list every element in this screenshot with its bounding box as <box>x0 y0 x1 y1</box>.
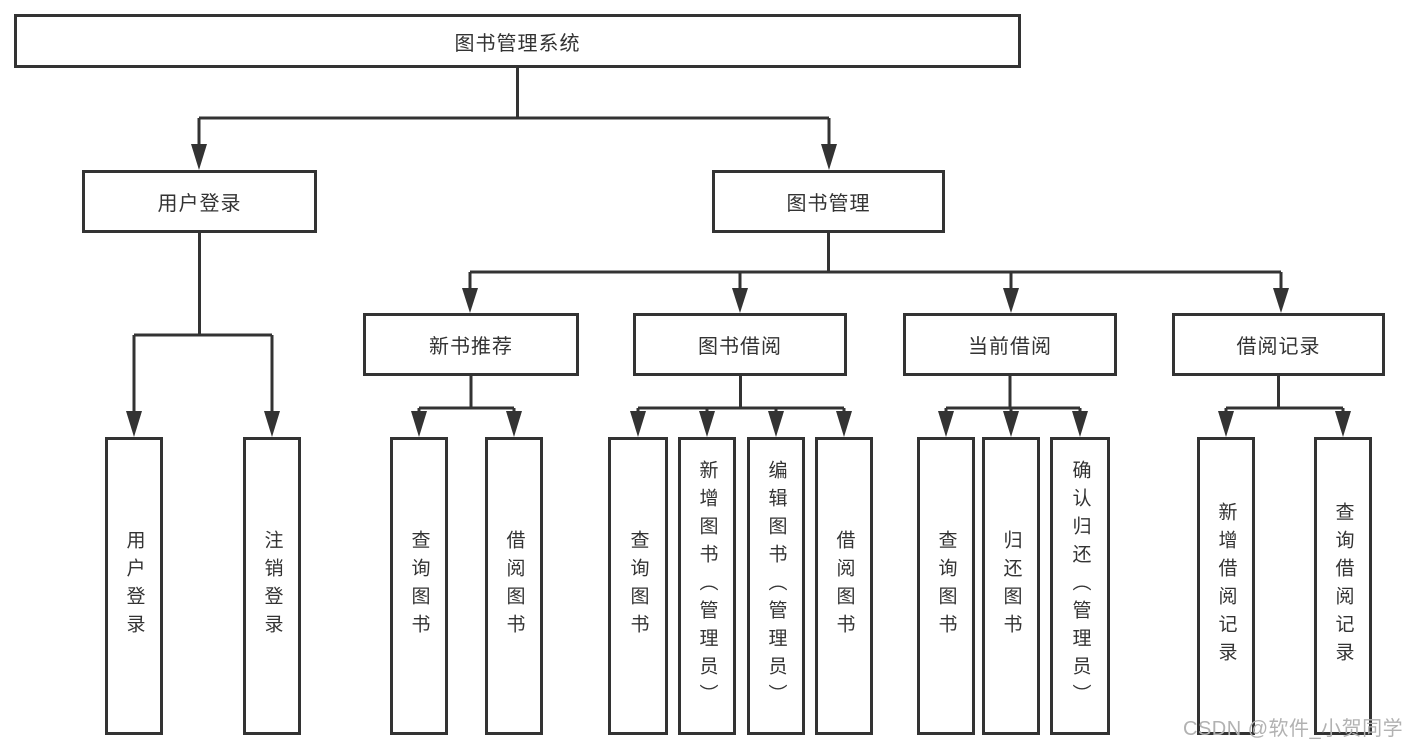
arrow-down-icon <box>768 411 784 437</box>
node-user-login-label: 用户登录 <box>157 193 242 215</box>
node-root: 图书管理系统 <box>14 14 1021 68</box>
node-query-books-current: 查询图书 <box>917 437 975 735</box>
node-add-borrow-record: 新增借阅记录 <box>1197 437 1255 735</box>
node-new-book-recommend-label: 新书推荐 <box>429 336 513 358</box>
node-edit-books-admin-label: 编辑图书（管理员） <box>765 460 787 712</box>
node-book-management: 图书管理 <box>712 170 945 233</box>
node-query-borrow-record: 查询借阅记录 <box>1314 437 1372 735</box>
connector-line <box>468 233 1283 288</box>
node-return-books: 归还图书 <box>982 437 1040 735</box>
connector-line <box>1224 376 1345 411</box>
node-add-books-admin-label: 新增图书（管理员） <box>696 460 718 712</box>
arrow-down-icon <box>821 144 837 170</box>
node-user-login-action: 用户登录 <box>105 437 163 735</box>
connector-line <box>417 376 516 411</box>
connector-line <box>636 376 846 411</box>
node-query-borrow-record-label: 查询借阅记录 <box>1332 502 1354 670</box>
arrow-down-icon <box>732 288 748 313</box>
node-root-label: 图书管理系统 <box>454 32 581 55</box>
arrow-down-icon <box>699 411 715 437</box>
connector-line <box>944 376 1082 411</box>
arrow-down-icon <box>1072 411 1088 437</box>
arrow-down-icon <box>1003 411 1019 437</box>
arrow-down-icon <box>264 411 280 437</box>
node-borrow-books-borrow-label: 借阅图书 <box>833 530 855 642</box>
node-edit-books-admin: 编辑图书（管理员） <box>747 437 805 735</box>
arrow-down-icon <box>462 288 478 313</box>
node-new-book-recommend: 新书推荐 <box>363 313 579 376</box>
node-logout: 注销登录 <box>243 437 301 735</box>
arrow-down-icon <box>411 411 427 437</box>
arrow-down-icon <box>630 411 646 437</box>
node-query-books-current-label: 查询图书 <box>935 530 957 642</box>
node-query-books-borrow: 查询图书 <box>608 437 668 735</box>
node-book-management-label: 图书管理 <box>786 193 871 215</box>
arrow-down-icon <box>126 411 142 437</box>
arrowheads <box>126 144 1351 437</box>
connector-lines <box>132 68 1345 411</box>
node-borrow-books-recommend: 借阅图书 <box>485 437 543 735</box>
node-book-borrow: 图书借阅 <box>633 313 847 376</box>
arrow-down-icon <box>506 411 522 437</box>
node-query-books-borrow-label: 查询图书 <box>627 530 649 642</box>
node-user-login-action-label: 用户登录 <box>123 530 145 642</box>
node-add-books-admin: 新增图书（管理员） <box>678 437 736 735</box>
connector-line <box>197 68 831 144</box>
arrow-down-icon <box>1273 288 1289 313</box>
node-current-borrow-label: 当前借阅 <box>968 336 1052 358</box>
arrow-down-icon <box>191 144 207 170</box>
node-borrow-records: 借阅记录 <box>1172 313 1385 376</box>
node-user-login: 用户登录 <box>82 170 317 233</box>
node-borrow-records-label: 借阅记录 <box>1236 336 1321 358</box>
arrow-down-icon <box>1003 288 1019 313</box>
node-borrow-books-recommend-label: 借阅图书 <box>503 530 525 642</box>
node-logout-label: 注销登录 <box>261 530 283 642</box>
node-query-books-recommend-label: 查询图书 <box>408 530 430 642</box>
node-add-borrow-record-label: 新增借阅记录 <box>1215 502 1237 670</box>
arrow-down-icon <box>1218 411 1234 437</box>
node-return-books-label: 归还图书 <box>1000 530 1022 642</box>
arrow-down-icon <box>938 411 954 437</box>
node-current-borrow: 当前借阅 <box>903 313 1117 376</box>
csdn-watermark: CSDN @软件_小贺同学 <box>1183 718 1404 740</box>
node-book-borrow-label: 图书借阅 <box>698 336 782 358</box>
arrow-down-icon <box>836 411 852 437</box>
node-confirm-return-admin-label: 确认归还（管理员） <box>1069 460 1091 712</box>
node-query-books-recommend: 查询图书 <box>390 437 448 735</box>
connector-line <box>132 233 274 411</box>
node-confirm-return-admin: 确认归还（管理员） <box>1050 437 1110 735</box>
arrow-down-icon <box>1335 411 1351 437</box>
node-borrow-books-borrow: 借阅图书 <box>815 437 873 735</box>
